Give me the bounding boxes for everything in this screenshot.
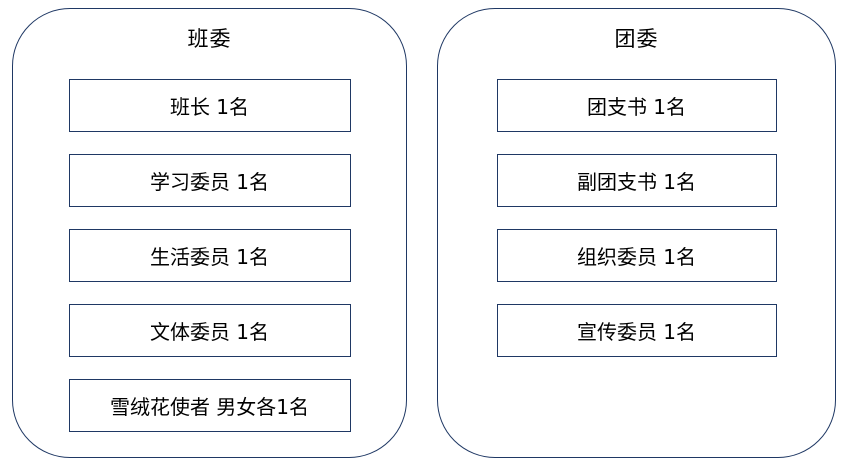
role-label: 副团支书 1名 <box>576 170 697 194</box>
youth-league-panel: 团委 团支书 1名 副团支书 1名 组织委员 1名 宣传委员 1名 <box>437 8 836 458</box>
role-label: 文体委员 1名 <box>149 320 270 344</box>
class-committee-title: 班委 <box>187 27 232 51</box>
role-box-organization-commissary: 组织委员 1名 <box>496 229 777 282</box>
role-label: 组织委员 1名 <box>576 245 697 269</box>
role-box-deputy-league-secretary: 副团支书 1名 <box>496 154 777 207</box>
role-box-edelweiss-ambassador: 雪绒花使者 男女各1名 <box>68 379 351 432</box>
youth-league-title: 团委 <box>614 27 659 51</box>
role-box-sports-commissary: 文体委员 1名 <box>68 304 351 357</box>
class-committee-role-list: 班长 1名 学习委员 1名 生活委员 1名 文体委员 1名 雪绒花使者 男女各1… <box>68 79 351 432</box>
role-label: 雪绒花使者 男女各1名 <box>109 395 310 419</box>
role-label: 学习委员 1名 <box>149 170 270 194</box>
role-label: 班长 1名 <box>169 95 250 119</box>
role-label: 宣传委员 1名 <box>576 320 697 344</box>
class-committee-panel: 班委 班长 1名 学习委员 1名 生活委员 1名 文体委员 1名 雪绒花使者 男… <box>12 8 407 458</box>
role-box-life-commissary: 生活委员 1名 <box>68 229 351 282</box>
role-box-study-commissary: 学习委员 1名 <box>68 154 351 207</box>
youth-league-role-list: 团支书 1名 副团支书 1名 组织委员 1名 宣传委员 1名 <box>496 79 777 357</box>
role-box-class-monitor: 班长 1名 <box>68 79 351 132</box>
role-label: 团支书 1名 <box>586 95 687 119</box>
role-box-league-secretary: 团支书 1名 <box>496 79 777 132</box>
role-box-publicity-commissary: 宣传委员 1名 <box>496 304 777 357</box>
role-label: 生活委员 1名 <box>149 245 270 269</box>
